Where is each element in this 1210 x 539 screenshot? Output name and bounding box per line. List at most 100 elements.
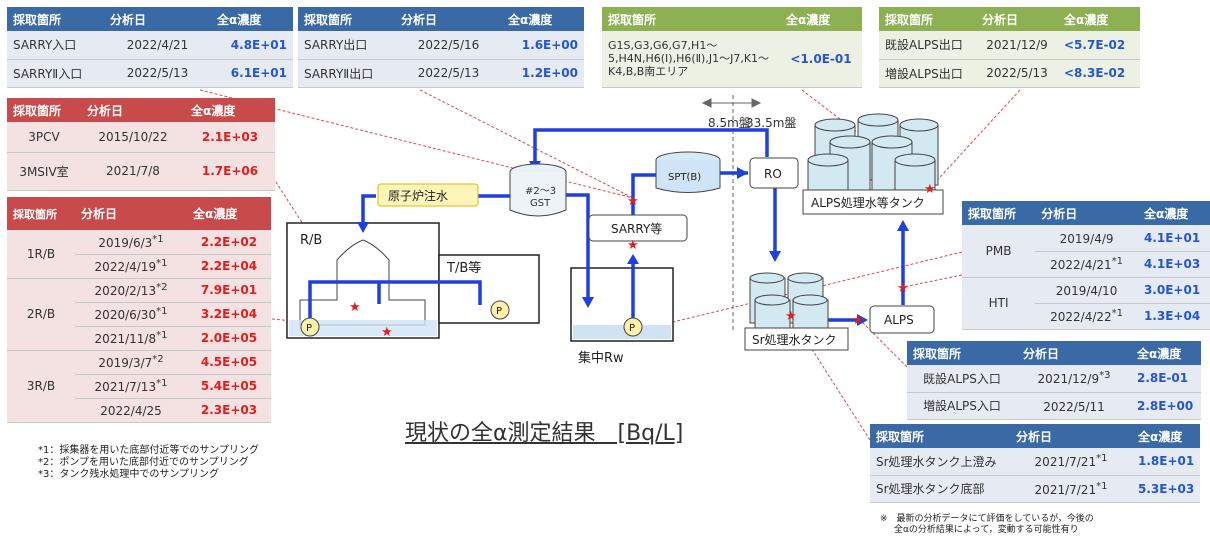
star-icon: ★	[897, 281, 909, 296]
header-place: 採取箇所	[879, 7, 976, 31]
date-cell: 2021/12/9	[976, 31, 1058, 60]
place-cell: 3PCV	[7, 122, 81, 153]
pcv-table: 採取箇所 分析日 全α濃度 3PCV 2015/10/22 2.1E+03 3M…	[7, 98, 275, 191]
value-cell: 5.3E+03	[1132, 475, 1201, 503]
tb-building	[438, 254, 540, 324]
value-cell: 3.0E+01	[1137, 277, 1210, 304]
star-icon: ★	[852, 313, 864, 328]
place-cell: 1R/B	[7, 230, 75, 279]
value-cell: 1.2E+00	[502, 59, 584, 88]
value-cell: 2.0E+05	[187, 326, 271, 351]
header-date: 分析日	[75, 197, 187, 230]
value-cell: 5.4E+05	[187, 374, 271, 399]
level-left-label: 8.5m盤	[708, 116, 751, 130]
rw-label: 集中Rw	[578, 350, 624, 366]
date-cell: 2022/4/19*1	[75, 254, 187, 279]
value-cell: 4.1E+01	[1137, 225, 1210, 252]
alps-label: ALPS	[884, 313, 914, 327]
rw-water	[573, 325, 671, 339]
level-divider	[701, 95, 762, 330]
header-value: 全α濃度	[1132, 424, 1201, 448]
date-cell: 2019/4/9	[1035, 225, 1138, 252]
header-value: 全α濃度	[1137, 201, 1210, 225]
star-icon: ★	[924, 182, 936, 197]
value-cell: 4.5E+05	[187, 350, 271, 375]
date-cell: 2020/2/13*2	[75, 278, 187, 303]
sr-tank-box	[744, 327, 849, 351]
pump-label: P	[629, 323, 635, 334]
pump-label: P	[496, 306, 502, 317]
place-cell: 既設ALPS入口	[907, 365, 1017, 393]
pump-icon	[623, 317, 643, 337]
pump-icon	[490, 300, 510, 320]
date-cell: 2022/5/13	[395, 59, 502, 88]
flow-lines	[308, 128, 905, 330]
date-cell: 2015/10/22	[81, 122, 185, 153]
header-value: 全α濃度	[185, 98, 275, 122]
place-cell: PMB	[962, 225, 1036, 278]
header-place: 採取箇所	[7, 98, 81, 122]
value-cell: 2.8E+00	[1131, 392, 1201, 420]
value-cell: 2.2E+04	[187, 254, 271, 279]
alps-tank-cluster	[807, 113, 939, 193]
header-date: 分析日	[1017, 341, 1131, 365]
place-cell: 増設ALPS入口	[907, 392, 1017, 420]
date-cell: 2022/5/13	[976, 59, 1058, 88]
gst-label: #2～3	[525, 186, 556, 197]
sarry-box	[588, 214, 688, 242]
header-place: 採取箇所	[298, 7, 395, 31]
rx-water-box	[377, 183, 479, 207]
sampling-points: ★ ★ ★ ★ ★ ★ ★ ★	[349, 182, 936, 340]
pmb-table: 採取箇所 分析日 全α濃度 PMB 2019/4/9 4.1E+01 2022/…	[962, 201, 1210, 330]
level-right-label: 33.5m盤	[746, 116, 796, 130]
header-value: 全α濃度	[211, 7, 293, 31]
place-cell: SARRY出口	[298, 31, 395, 60]
date-cell: 2019/3/7*2	[75, 350, 187, 375]
date-cell: 2021/7/13*1	[75, 374, 187, 399]
alps-outlet-table: 採取箇所 分析日 全α濃度 既設ALPS出口 2021/12/9 <5.7E-0…	[879, 7, 1140, 88]
header-place: 採取箇所	[907, 341, 1017, 365]
alps-box	[869, 305, 935, 334]
footnote-1: *1：採集器を用いた底部付近等でのサンプリング	[38, 445, 260, 456]
date-cell: 2021/11/8*1	[75, 326, 187, 351]
header-date: 分析日	[976, 7, 1058, 31]
rb-label: R/B	[300, 233, 322, 248]
date-cell: 2022/4/25	[75, 398, 187, 423]
value-cell: 1.7E+06	[185, 152, 275, 191]
date-cell: 2022/5/13	[104, 59, 211, 88]
star-icon: ★	[627, 194, 639, 209]
date-cell: 2021/12/9*3	[1017, 365, 1131, 393]
rx-water-label: 原子炉注水	[388, 188, 448, 203]
sr-tank-label: Sr処理水タンク	[752, 333, 837, 347]
place-cell: G1S,G3,G6,G7,H1～5,H4N,H6(Ⅰ),H6(Ⅱ),J1～J7,…	[602, 31, 780, 88]
sarry-outlet-table: 採取箇所 分析日 全α濃度 SARRY出口 2022/5/16 1.6E+00 …	[298, 7, 584, 88]
ro-label: RO	[764, 167, 782, 181]
spt-label: SPT(B)	[668, 172, 701, 183]
value-cell: 2.3E+03	[187, 398, 271, 423]
tb-label: T/B等	[446, 260, 481, 276]
date-cell: 2020/6/30*1	[75, 302, 187, 327]
ro-box	[749, 157, 799, 189]
value-cell: 6.1E+01	[211, 59, 293, 88]
header-place: 採取箇所	[7, 7, 104, 31]
header-date: 分析日	[81, 98, 185, 122]
gst-tank	[509, 172, 567, 217]
place-cell: 増設ALPS出口	[879, 59, 976, 88]
sr-tank-table: 採取箇所 分析日 全α濃度 Sr処理水タンク上澄み 2021/7/21*1 1.…	[870, 424, 1201, 503]
sr-tank-cluster	[749, 272, 829, 331]
alps-tank-label: ALPS処理水等タンク	[811, 196, 925, 210]
value-cell: 7.9E+01	[187, 278, 271, 303]
sarry-inlet-table: 採取箇所 分析日 全α濃度 SARRY入口 2022/4/21 4.8E+01 …	[7, 7, 293, 88]
header-place: 採取箇所	[602, 7, 780, 31]
footnotes: *1：採集器を用いた底部付近等でのサンプリング *2：ポンプを用いた底部付近での…	[38, 445, 259, 481]
footnote-2: *2：ポンプを用いた底部付近でのサンプリング	[38, 457, 249, 468]
disclaimer: ※ 最新の分析データにて評価をしているが，今後の 全αの分析結果によって，変動す…	[880, 514, 1094, 536]
value-cell: <5.7E-02	[1058, 31, 1140, 60]
value-cell: 4.8E+01	[211, 31, 293, 60]
disclaimer-line-2: 全αの分析結果によって，変動する可能性有り	[894, 525, 1079, 535]
value-cell: 3.2E+04	[187, 302, 271, 327]
date-cell: 2019/4/10	[1035, 277, 1138, 304]
footnote-3: *3：タンク残水処理中でのサンプリング	[38, 469, 220, 480]
star-icon: ★	[349, 300, 361, 315]
